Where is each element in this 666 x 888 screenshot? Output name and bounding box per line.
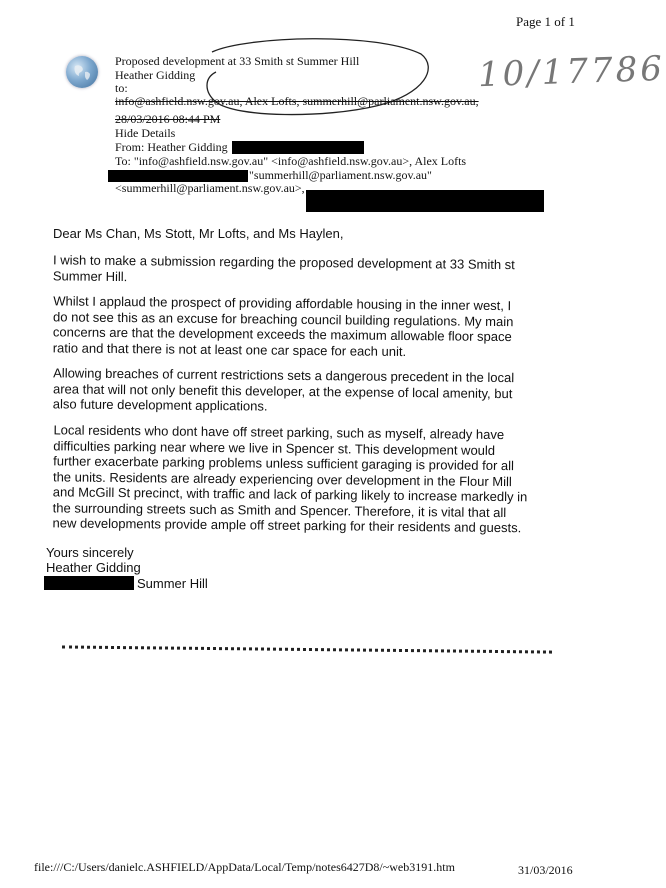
dotted-separator [61, 645, 553, 654]
redaction-block [108, 170, 248, 182]
paragraph-1: I wish to make a submission regarding th… [53, 252, 563, 288]
email-recipients: info@ashfield.nsw.gov.au, Alex Lofts, su… [115, 94, 479, 108]
paragraph-3: Allowing breaches of current restriction… [53, 365, 563, 417]
closing: Yours sincerely [46, 545, 134, 560]
signoff-name: Heather Gidding [46, 560, 141, 575]
signoff-suburb: Summer Hill [137, 576, 208, 591]
hand-drawn-ellipse [206, 38, 429, 116]
globe-avatar-icon [66, 56, 98, 88]
email-to-label: to: [115, 81, 128, 95]
redaction-block [232, 141, 364, 154]
redaction-block [306, 190, 544, 212]
email-sender: Heather Gidding [115, 68, 196, 82]
page-number: Page 1 of 1 [516, 14, 575, 29]
email-subject: Proposed development at 33 Smith st Summ… [115, 54, 360, 68]
hide-details-link[interactable]: Hide Details [115, 126, 176, 140]
email-recipients-text: info@ashfield.nsw.gov.au, Alex Lofts, su… [115, 94, 479, 108]
handwritten-reference: 10/17786 [477, 48, 666, 96]
to-line: To: "info@ashfield.nsw.gov.au" <info@ash… [115, 154, 467, 168]
paragraph-2: Whilst I applaud the prospect of providi… [53, 293, 564, 360]
from-line: From: Heather Gidding [115, 140, 228, 154]
footer-date: 31/03/2016 [518, 863, 573, 877]
to-line-2: "summerhill@parliament.nsw.gov.au" [249, 168, 432, 182]
salutation: Dear Ms Chan, Ms Stott, Mr Lofts, and Ms… [53, 226, 344, 241]
to-line-3: <summerhill@parliament.nsw.gov.au>, [115, 181, 305, 195]
footer-file-path: file:///C:/Users/danielc.ASHFIELD/AppDat… [34, 860, 455, 874]
paragraph-4: Local residents who dont have off street… [52, 422, 563, 536]
redaction-block [44, 576, 134, 590]
email-datetime: 28/03/2016 08:44 PM [115, 112, 221, 126]
